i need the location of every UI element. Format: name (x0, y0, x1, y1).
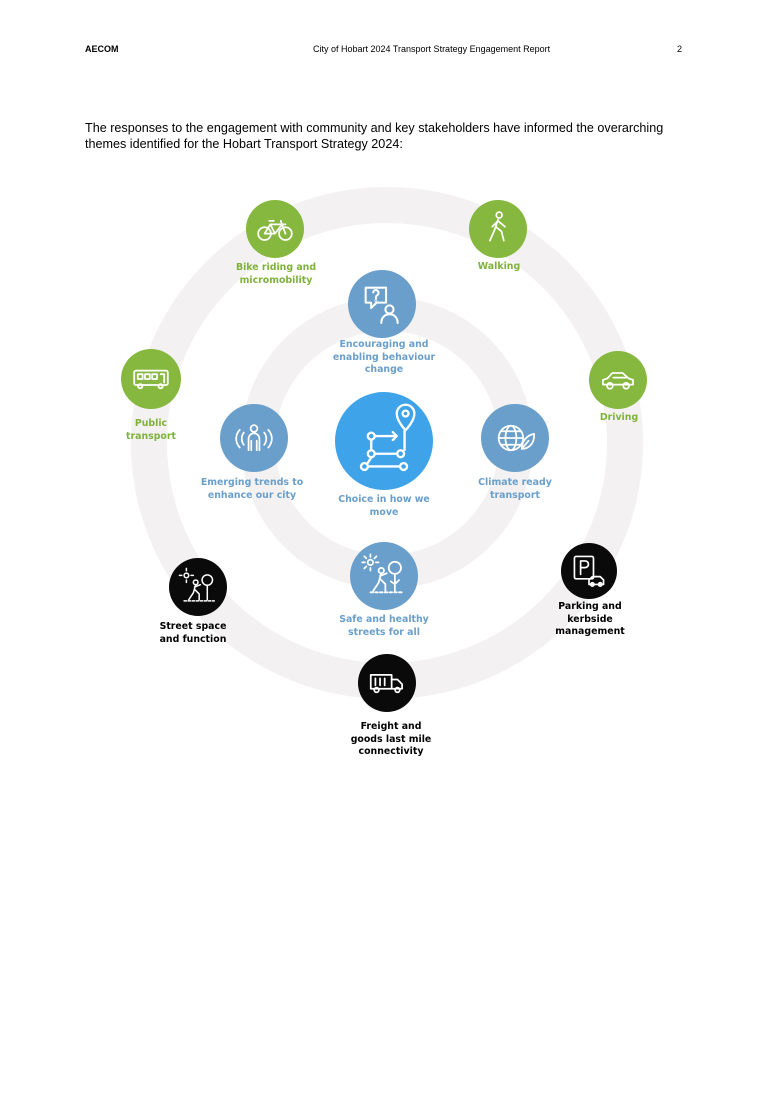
theme-public-transport-label: Public transport (126, 418, 176, 442)
theme-walking-node (469, 200, 527, 258)
person-signal-icon (235, 424, 273, 452)
walking-icon (489, 211, 506, 242)
globe-leaf-icon (497, 424, 535, 452)
header-company: AECOM (85, 44, 119, 54)
theme-behaviour-node (348, 270, 416, 338)
theme-bike-node (246, 200, 304, 258)
truck-icon (369, 674, 403, 694)
theme-driving-label: Driving (599, 412, 639, 423)
theme-safe-label: Safe and healthy streets for all (339, 614, 429, 638)
theme-public-transport-node (121, 349, 181, 409)
theme-walking-label: Walking (477, 261, 521, 272)
bicycle-icon (257, 220, 293, 241)
theme-emerging-label: Emerging trends to enhance our city (200, 477, 304, 501)
theme-safe-node (350, 542, 418, 610)
theme-climate-label: Climate ready transport (478, 477, 552, 501)
theme-freight-label: Freight and goods last mile connectivity (350, 721, 432, 757)
parking-icon (573, 555, 605, 587)
theme-choice-node (335, 392, 433, 490)
question-person-icon (364, 286, 399, 325)
theme-climate-node (481, 404, 549, 472)
theme-street-node (169, 558, 227, 616)
theme-bike-label: Bike riding and micromobility (235, 262, 317, 286)
theme-freight-node (358, 654, 416, 712)
theme-parking-label: Parking and kerbside management (555, 601, 625, 637)
theme-parking-node (561, 543, 617, 599)
header-page-number: 2 (677, 44, 683, 54)
header-title: City of Hobart 2024 Transport Strategy E… (313, 44, 551, 54)
bus-icon (133, 369, 169, 390)
street-space-icon (178, 567, 215, 602)
car-icon (602, 372, 634, 390)
pedestrian-tree-icon (361, 553, 404, 594)
theme-emerging-node (220, 404, 288, 472)
theme-choice-label: Choice in how we move (338, 494, 430, 518)
theme-driving-node (589, 351, 647, 409)
theme-street-label: Street space and function (159, 621, 227, 645)
route-icon (359, 403, 416, 472)
theme-behaviour-label: Encouraging and enabling behaviour chang… (332, 339, 436, 375)
intro-paragraph: The responses to the engagement with com… (85, 121, 664, 151)
